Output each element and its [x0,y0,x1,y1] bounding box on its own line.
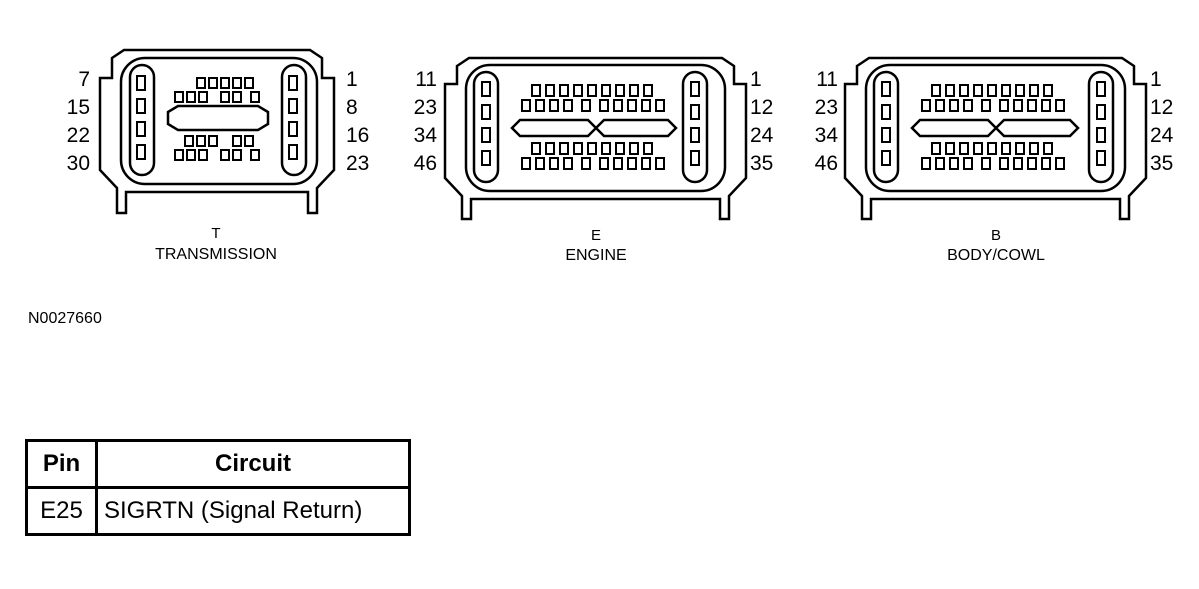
connector-letter: B [991,227,1001,244]
connector-housing [843,56,1148,221]
latch-bar-right [994,118,1080,138]
pin-label-left: 34 [414,124,438,147]
pin-label-left: 7 [78,68,90,91]
pin-label-right: 12 [750,96,773,119]
pin-column-left [872,70,900,184]
connector-diagram: 7 15 22 30 1 8 16 23 T TRANSMISSION 11 2… [67,48,1174,264]
latch-bar-left [510,118,598,138]
pin-label-left: 46 [815,152,838,175]
connector-name: ENGINE [565,247,626,264]
latch-bar [166,104,270,132]
pin-cavities [881,81,1106,170]
latch-bar-right [594,118,678,138]
pin-label-right: 1 [750,68,762,91]
pin-label-left: 15 [67,96,90,119]
latch-bar-left [910,118,998,138]
cell-pin: E25 [25,486,98,536]
pin-cavities [481,81,700,170]
connector-letter: E [591,227,601,244]
connector-inner-frame [864,63,1127,193]
connector-letter: T [211,225,220,242]
pin-label-left: 46 [414,152,437,175]
connector-inner-frame [464,63,727,193]
pin-circuit-table: Pin Circuit E25 SIGRTN (Signal Return) [25,439,411,536]
table-row: E25 SIGRTN (Signal Return) [25,486,411,536]
table-header-row: Pin Circuit [25,439,411,489]
pin-cavities [136,75,298,161]
pin-label-right: 23 [346,152,369,175]
cell-circuit: SIGRTN (Signal Return) [95,486,411,536]
pin-label-left: 11 [816,68,838,91]
connector-transmission [98,48,336,215]
pin-label-right: 16 [346,124,369,147]
pin-label-right: 35 [750,152,773,175]
connector-body-cowl [843,56,1148,221]
pin-label-right: 35 [1150,152,1173,175]
header-pin: Pin [25,439,98,489]
connector-housing [98,48,336,215]
figure-reference-id: N0027660 [28,310,102,327]
pin-label-right: 1 [346,68,358,91]
pin-label-right: 24 [750,124,774,147]
pin-column-right [280,63,308,177]
pin-label-left: 23 [414,96,437,119]
pin-label-left: 22 [67,124,90,147]
pin-column-right [1087,70,1115,184]
connector-name: BODY/COWL [947,247,1045,264]
pin-column-left [128,63,156,177]
pin-label-right: 1 [1150,68,1162,91]
connector-engine [443,56,748,221]
pin-column-right [681,70,709,184]
header-circuit: Circuit [95,439,411,489]
pin-label-left: 30 [67,152,90,175]
connector-inner-frame [119,56,319,186]
pin-label-right: 12 [1150,96,1173,119]
pin-label-left: 34 [815,124,839,147]
connector-name: TRANSMISSION [155,246,277,263]
pin-label-left: 23 [815,96,838,119]
pin-label-left: 11 [415,68,437,91]
pin-label-right: 8 [346,96,358,119]
connector-housing [443,56,748,221]
pin-label-right: 24 [1150,124,1174,147]
pin-column-left [472,70,500,184]
